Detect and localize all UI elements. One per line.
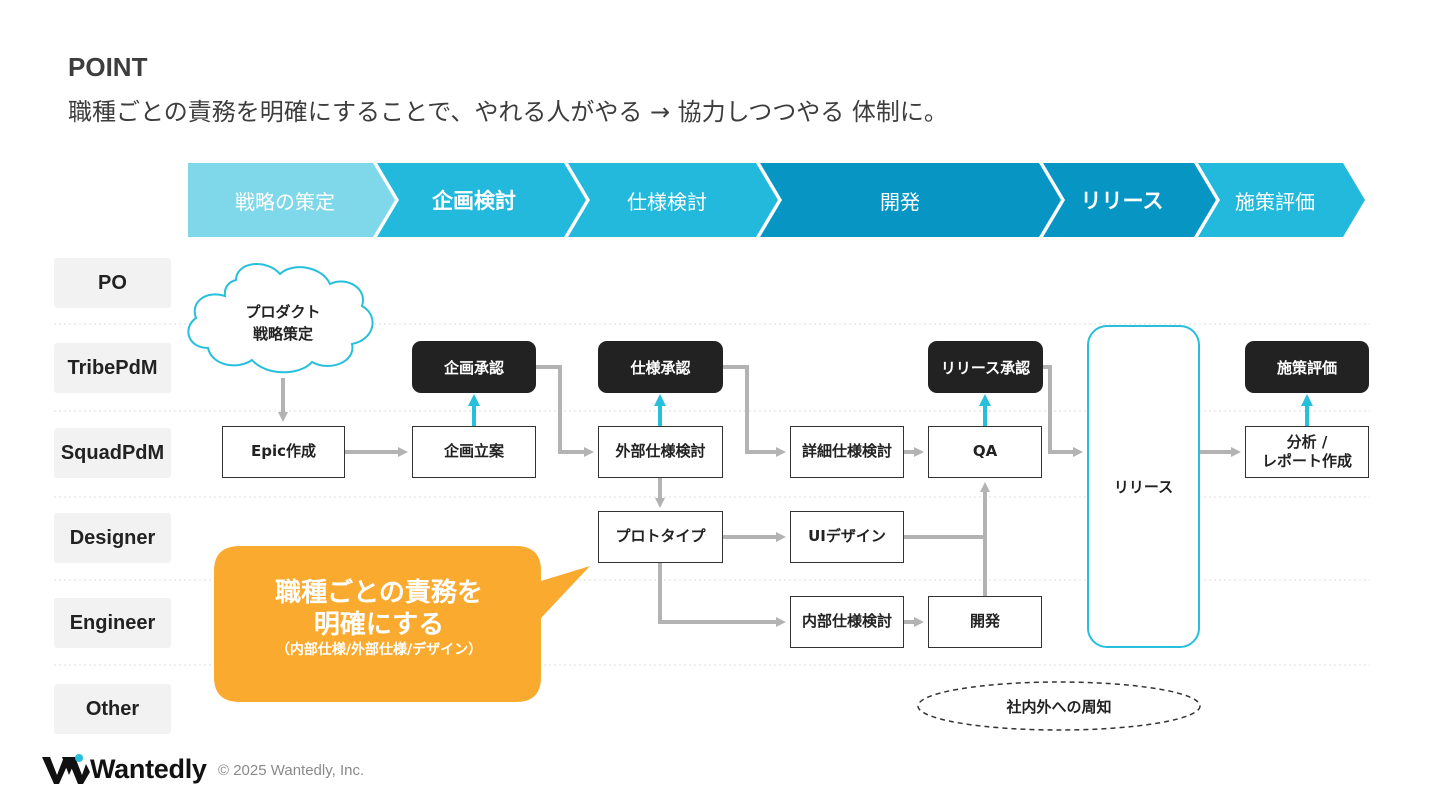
gaibu-shiyou-box: 外部仕様検討 [598,426,723,478]
wantedly-logo: Wantedly [42,752,207,786]
callout-bubble [214,546,590,702]
phase-label-planning: 企画検討 [432,189,516,213]
lane-label-designer: Designer [54,513,171,563]
phase-chevron-4 [760,163,1061,237]
phase-chevron-5 [1043,163,1216,237]
bunseki-box: 分析 / レポート作成 [1245,426,1369,478]
wantedly-logo-icon [42,754,90,784]
cloud-text: プロダクト 戦略策定 [210,302,356,346]
announce-ellipse [917,681,1201,731]
qa-box: QA [928,426,1042,478]
phase-label-release: リリース [1080,189,1164,213]
connector-prototype-naibu [658,563,786,627]
callout-line-2: 明確にする [313,609,445,640]
lane-label-tribepdm: TribePdM [54,343,171,393]
epic-box: Epic作成 [222,426,345,478]
kikaku-shounin-box: 企画承認 [412,341,536,393]
phase-chevron-1 [188,163,395,237]
kikaku-ritsuan-box: 企画立案 [412,426,536,478]
phase-chevron-3 [568,163,778,237]
naibu-shiyou-box: 内部仕様検討 [790,596,904,648]
kaihatsu-box: 開発 [928,596,1042,648]
callout-line-1: 職種ごとの責務を [275,578,483,608]
point-label: POINT [68,52,148,82]
lane-label-po: PO [54,258,171,308]
phase-label-spec: 仕様検討 [627,189,707,214]
shiyou-shounin-box: 仕様承認 [598,341,723,393]
phase-chevron-2 [377,163,586,237]
lane-label-engineer: Engineer [54,598,171,648]
cloud-shape [187,262,374,374]
shisaku-hyouka-box: 施策評価 [1245,341,1369,393]
release-box: リリース [1087,325,1200,648]
phase-label-strategy: 戦略の策定 [235,189,335,214]
connector-kikakushounin-gaibu [536,365,594,457]
copyright: © 2025 Wantedly, Inc. [218,762,365,779]
connector-releaseshounin-release [1043,365,1083,457]
callout-line-3: （内部仕様/外部仕様/デザイン） [275,642,483,659]
ui-design-box: UIデザイン [790,511,904,563]
cloud-label: プロダクト 戦略策定 [245,303,321,343]
prototype-box: プロトタイプ [598,511,723,563]
headline: 職種ごとの責務を明確にすることで、やれる人がやる → 協力しつつやる 体制に。 [68,98,948,126]
shousai-shiyou-box: 詳細仕様検討 [790,426,904,478]
logo-wordmark: Wantedly [90,753,207,784]
lane-label-squadpdm: SquadPdM [54,428,171,478]
shuchi-label: 社内外への周知 [1006,697,1112,716]
phase-chevron-6 [1198,163,1365,237]
callout-text: 職種ごとの責務を 明確にする （内部仕様/外部仕様/デザイン） [214,578,544,661]
lane-label-other: Other [54,684,171,734]
phase-label-evaluation: 施策評価 [1235,189,1315,214]
connector-shiyoushounin-shousai [723,365,786,457]
release-shounin-box: リリース承認 [928,341,1043,393]
phase-label-development: 開発 [880,189,920,214]
